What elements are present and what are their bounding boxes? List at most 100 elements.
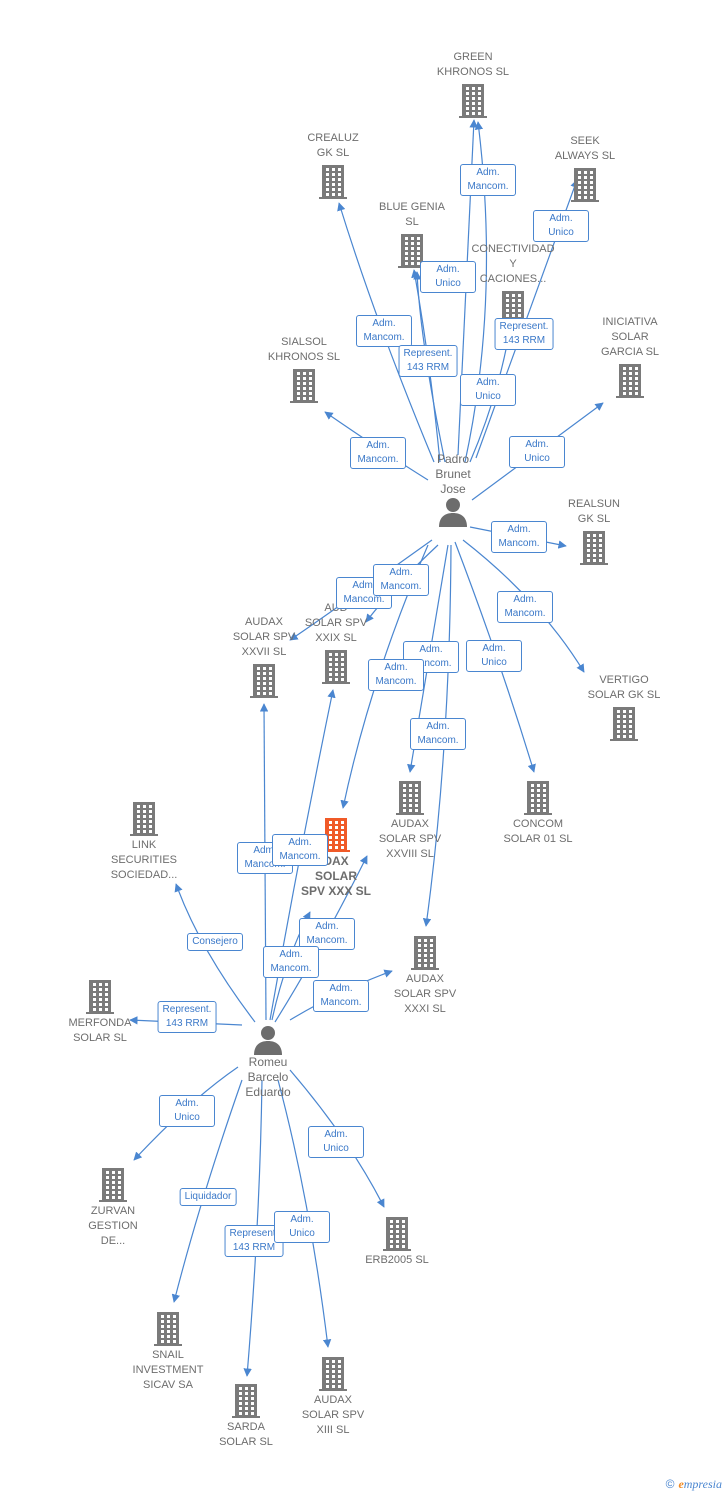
company-name: ERB2005 SL (365, 1254, 429, 1266)
company-name: AUDAX SOLAR SPV XXXI SL (393, 973, 457, 1015)
company-name: ZURVAN GESTION DE... (88, 1205, 138, 1247)
company-name: SIALSOL KHRONOS SL (267, 336, 341, 363)
person-node-padro[interactable]: Padro Brunet Jose (408, 452, 498, 527)
company-node-zurvan[interactable]: ZURVAN GESTION DE... (58, 1168, 168, 1249)
building-icon (250, 664, 278, 698)
brand-e: e (678, 1477, 684, 1491)
edge-label[interactable]: Liquidador (179, 1188, 237, 1206)
building-icon (290, 369, 318, 403)
company-name: AUDAX SOLAR SPV XXVIII SL (378, 818, 442, 860)
company-node-iniciativa[interactable]: INICIATIVA SOLAR GARCIA SL (575, 315, 685, 398)
company-node-sarda[interactable]: SARDA SOLAR SL (191, 1384, 301, 1450)
edge-label[interactable]: Adm. Unico (159, 1095, 215, 1127)
person-icon (254, 1026, 282, 1055)
edge-label[interactable]: Represent. 143 RRM (224, 1225, 284, 1257)
company-name: CREALUZ GK SL (307, 132, 359, 159)
company-name: REALSUN GK SL (568, 498, 620, 525)
company-node-xxviii[interactable]: AUDAX SOLAR SPV XXVIII SL (355, 781, 465, 862)
edge-label[interactable]: Represent. 143 RRM (494, 318, 554, 350)
company-name: SEEK ALWAYS SL (554, 135, 616, 162)
edge-label[interactable]: Adm. Mancom. (299, 918, 355, 950)
building-icon (610, 707, 638, 741)
building-icon (154, 1312, 182, 1346)
building-icon (232, 1384, 260, 1418)
company-node-link[interactable]: LINK SECURITIES SOCIEDAD... (89, 802, 199, 883)
company-node-snail[interactable]: SNAIL INVESTMENT SICAV SA (113, 1312, 223, 1393)
building-icon (616, 364, 644, 398)
brand-name: mpresia (683, 1477, 722, 1491)
company-node-vertigo[interactable]: VERTIGO SOLAR GK SL (569, 673, 679, 741)
edge-label[interactable]: Adm. Mancom. (263, 946, 319, 978)
company-node-xxx[interactable]: DAX SOLAR SPV XXX SL (281, 818, 391, 899)
building-icon (319, 165, 347, 199)
company-node-conect[interactable]: CONECTIVIDAD Y CACIONES... (458, 242, 568, 325)
edge-label[interactable]: Adm. Mancom. (350, 437, 406, 469)
company-name: SARDA SOLAR SL (219, 1421, 273, 1448)
edge-label[interactable]: Adm. Mancom. (491, 521, 547, 553)
company-node-crealuz[interactable]: CREALUZ GK SL (278, 131, 388, 199)
edge-label[interactable]: Consejero (187, 933, 243, 951)
edge-label[interactable]: Adm. Mancom. (313, 980, 369, 1012)
building-icon (99, 1168, 127, 1202)
edge-label[interactable]: Represent. 143 RRM (157, 1001, 217, 1033)
company-name: DAX SOLAR SPV XXX SL (300, 854, 372, 898)
company-name: MERFONDA SOLAR SL (68, 1017, 132, 1044)
edge-label[interactable]: Adm. Mancom. (272, 834, 328, 866)
company-node-seek[interactable]: SEEK ALWAYS SL (530, 134, 640, 202)
company-node-merfonda[interactable]: MERFONDA SOLAR SL (45, 980, 155, 1046)
edge-label[interactable]: Represent. 143 RRM (398, 345, 458, 377)
company-node-xiii[interactable]: AUDAX SOLAR SPV XIII SL (278, 1357, 388, 1438)
company-name: CONCOM SOLAR 01 SL (503, 818, 573, 845)
edge-label[interactable]: Adm. Unico (509, 436, 565, 468)
edge-label[interactable]: Adm. Unico (274, 1211, 330, 1243)
building-icon (571, 168, 599, 202)
edge-label[interactable]: Adm. Mancom. (410, 718, 466, 750)
person-icon (439, 498, 467, 527)
building-icon (322, 818, 350, 852)
edge-label[interactable]: Adm. Mancom. (460, 164, 516, 196)
company-node-bluegenia[interactable]: BLUE GENIA SL (357, 200, 467, 268)
company-node-xxxi[interactable]: AUDAX SOLAR SPV XXXI SL (370, 936, 480, 1017)
edge-romeu-xiii (277, 1079, 332, 1348)
edge-label[interactable]: Adm. Unico (466, 640, 522, 672)
company-node-concom[interactable]: CONCOM SOLAR 01 SL (483, 781, 593, 847)
company-node-realsun[interactable]: REALSUN GK SL (539, 497, 649, 565)
brand-logo: ©empresia (666, 1477, 722, 1492)
company-node-xxix[interactable]: AUD SOLAR SPV XXIX SL (281, 601, 391, 684)
edge-label[interactable]: Adm. Mancom. (497, 591, 553, 623)
building-icon (459, 84, 487, 118)
company-name: LINK SECURITIES SOCIEDAD... (110, 839, 178, 881)
company-name: INICIATIVA SOLAR GARCIA SL (600, 316, 660, 358)
edge-label[interactable]: Adm. Mancom. (368, 659, 424, 691)
building-icon (319, 1357, 347, 1391)
company-name: SNAIL INVESTMENT SICAV SA (132, 1349, 204, 1391)
edge-label[interactable]: Adm. Mancom. (373, 564, 429, 596)
company-name: AUDAX SOLAR SPV XXVII SL (232, 616, 296, 658)
company-name: GREEN KHRONOS SL (436, 51, 510, 78)
person-name: Romeu Barcelo Eduardo (245, 1055, 291, 1099)
building-icon (396, 781, 424, 815)
company-name: AUDAX SOLAR SPV XIII SL (301, 1394, 365, 1436)
edge-label[interactable]: Adm. Unico (420, 261, 476, 293)
company-name: CONECTIVIDAD Y CACIONES... (471, 243, 555, 285)
building-icon (411, 936, 439, 970)
edge-label[interactable]: Adm. Unico (460, 374, 516, 406)
building-icon (398, 234, 426, 268)
edge-label[interactable]: Adm. Mancom. (356, 315, 412, 347)
edge-label[interactable]: Adm. Unico (308, 1126, 364, 1158)
edge-romeu-link (174, 883, 256, 1023)
person-name: Padro Brunet Jose (435, 452, 471, 496)
company-name: BLUE GENIA SL (378, 201, 446, 228)
company-node-green[interactable]: GREEN KHRONOS SL (418, 50, 528, 118)
edge-romeu-sarda (243, 1079, 263, 1377)
building-icon (86, 980, 114, 1014)
person-node-romeu[interactable]: Romeu Barcelo Eduardo (223, 1025, 313, 1100)
building-icon (383, 1217, 411, 1251)
edge-label[interactable]: Adm. Unico (533, 210, 589, 242)
company-name: VERTIGO SOLAR GK SL (587, 674, 661, 701)
company-node-sialsol[interactable]: SIALSOL KHRONOS SL (249, 335, 359, 403)
company-node-xxvii[interactable]: AUDAX SOLAR SPV XXVII SL (209, 615, 319, 698)
building-icon (322, 650, 350, 684)
company-node-erb[interactable]: ERB2005 SL (342, 1217, 452, 1268)
